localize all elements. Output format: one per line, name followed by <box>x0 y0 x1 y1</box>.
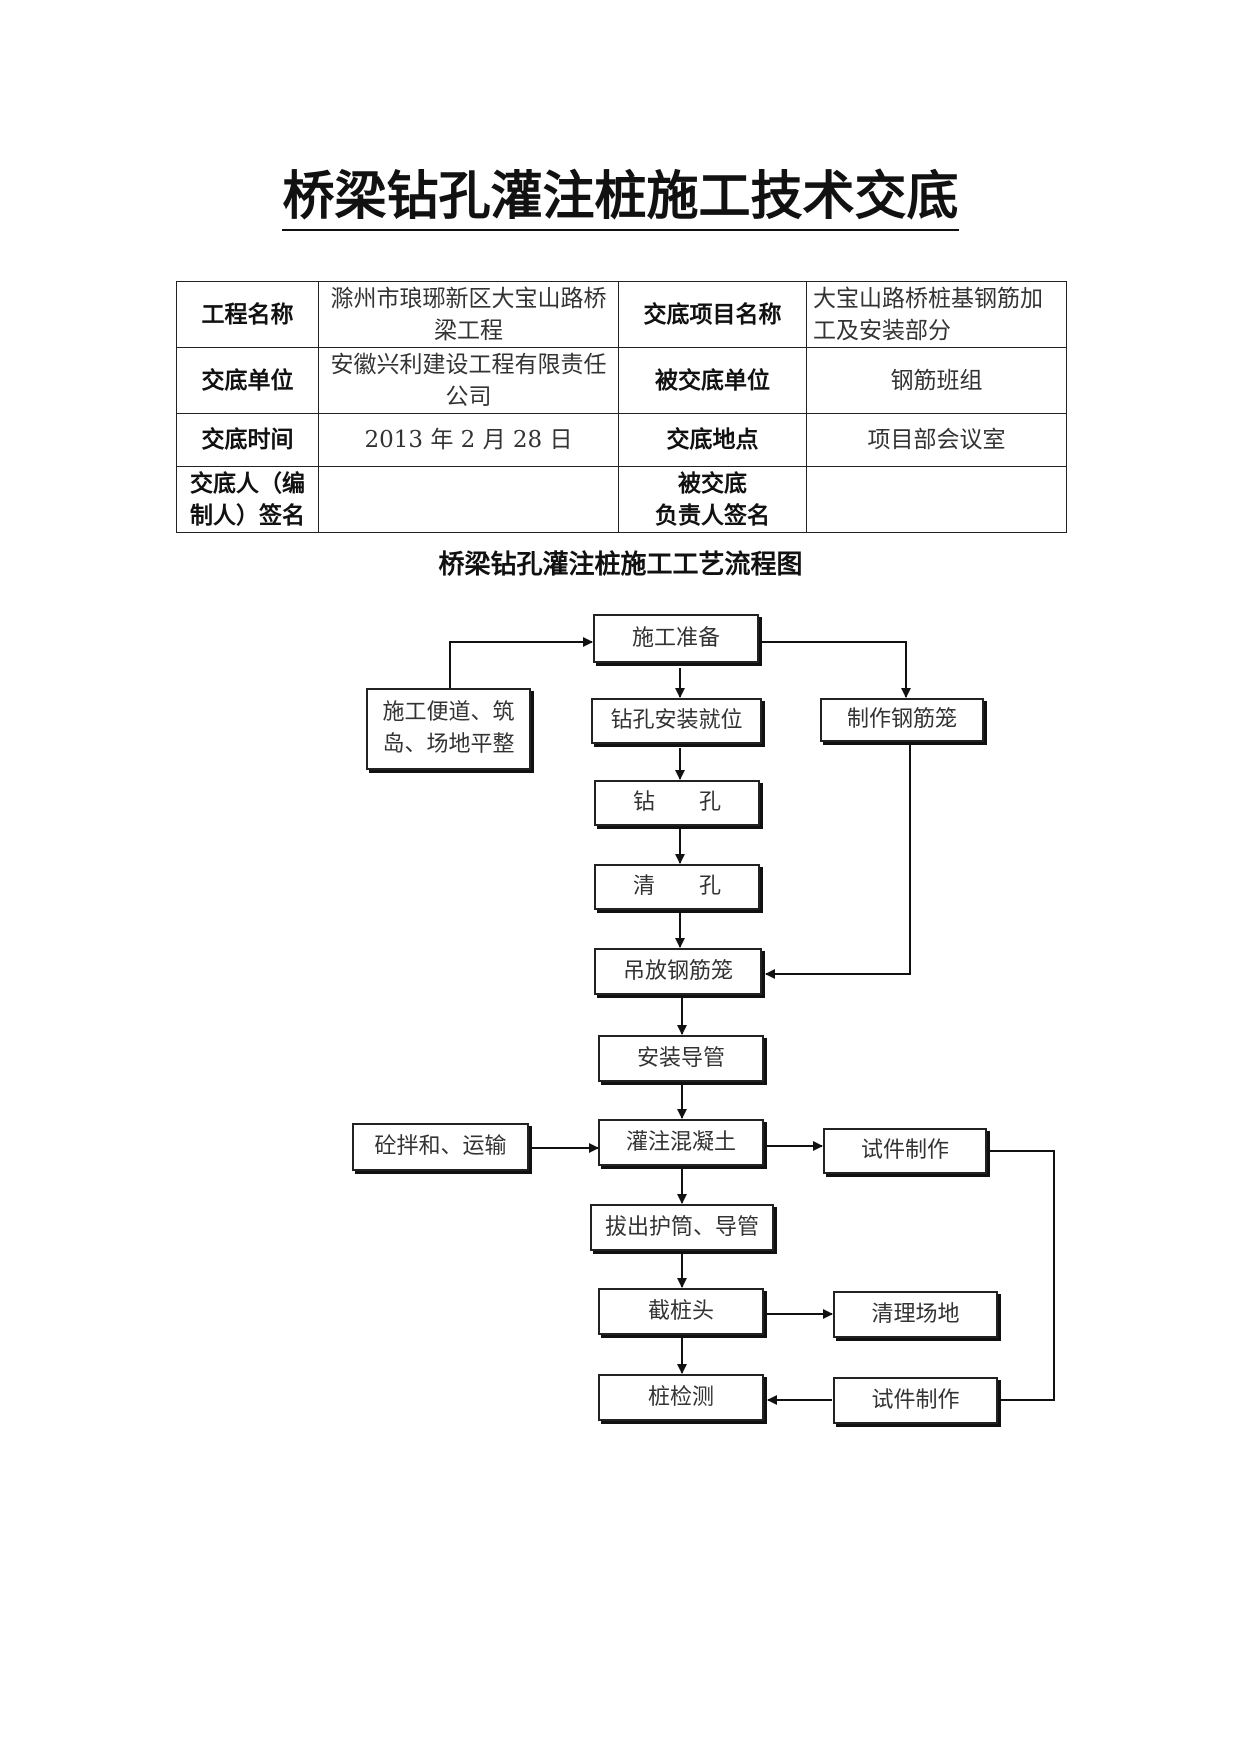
receiver-label: 被交底单位 <box>618 347 807 414</box>
step-site-prep-line2: 岛、场地平整 <box>382 732 515 757</box>
step-clean-hole: 清 孔 <box>594 864 760 910</box>
table-row: 工程名称 滁州市琅琊新区大宝山路桥梁工程 交底项目名称 大宝山路桥桩基钢筋加工及… <box>176 281 1067 348</box>
signer-label-line2: 制人）签名 <box>190 501 305 529</box>
document-title: 桥梁钻孔灌注桩施工技术交底 <box>0 162 1241 232</box>
step-test-specimen-2: 试件制作 <box>833 1377 998 1424</box>
place-label: 交底地点 <box>618 413 807 467</box>
signer-value <box>318 466 619 533</box>
receiver-signer-label-line1: 被交底 <box>678 469 747 497</box>
signer-label: 交底人（编 制人）签名 <box>176 466 319 533</box>
step-clean-site: 清理场地 <box>833 1291 998 1338</box>
place-value: 项目部会议室 <box>806 413 1067 467</box>
receiver-signer-label-line2: 负责人签名 <box>655 501 770 529</box>
signer-label-line1: 交底人（编 <box>190 469 305 497</box>
step-lift-cage: 吊放钢筋笼 <box>594 948 762 995</box>
line-test-specimen-loop <box>988 1150 1055 1401</box>
flowchart-title: 桥梁钻孔灌注桩施工工艺流程图 <box>438 550 803 580</box>
step-drill-setup: 钻孔安装就位 <box>591 698 762 744</box>
arrow-make-cage-to-lift-cage <box>765 744 911 979</box>
step-pour-concrete: 灌注混凝土 <box>598 1119 764 1166</box>
step-test-specimen-1: 试件制作 <box>823 1128 987 1174</box>
time-value: 2013 年 2 月 28 日 <box>318 413 619 467</box>
step-pull-casing: 拔出护筒、导管 <box>590 1204 774 1251</box>
receiver-signer-label: 被交底 负责人签名 <box>618 466 807 533</box>
step-site-prep-line1: 施工便道、筑 <box>382 700 515 725</box>
info-table: 工程名称 滁州市琅琊新区大宝山路桥梁工程 交底项目名称 大宝山路桥桩基钢筋加工及… <box>176 281 1067 533</box>
item-name-label: 交底项目名称 <box>618 281 807 348</box>
step-mix-transport: 砼拌和、运输 <box>352 1123 529 1171</box>
receiver-signer-value <box>806 466 1067 533</box>
time-label: 交底时间 <box>176 413 319 467</box>
step-make-cage: 制作钢筋笼 <box>820 698 984 742</box>
arrow-prepare-to-make-cage <box>762 641 911 698</box>
step-install-pipe: 安装导管 <box>598 1035 764 1082</box>
table-row: 交底单位 安徽兴利建设工程有限责任公司 被交底单位 钢筋班组 <box>176 347 1067 414</box>
step-pile-test: 桩检测 <box>598 1374 764 1421</box>
table-row: 交底人（编 制人）签名 被交底 负责人签名 <box>176 466 1067 533</box>
table-row: 交底时间 2013 年 2 月 28 日 交底地点 项目部会议室 <box>176 413 1067 467</box>
step-site-prep: 施工便道、筑 岛、场地平整 <box>366 688 531 770</box>
project-name-label: 工程名称 <box>176 281 319 348</box>
step-cut-pile-head: 截桩头 <box>598 1288 764 1335</box>
unit-value: 安徽兴利建设工程有限责任公司 <box>318 347 619 414</box>
document-title-text: 桥梁钻孔灌注桩施工技术交底 <box>282 166 959 231</box>
step-prepare: 施工准备 <box>593 614 759 663</box>
step-drill: 钻 孔 <box>594 780 760 826</box>
arrow-site-prep-to-prepare <box>449 637 593 688</box>
